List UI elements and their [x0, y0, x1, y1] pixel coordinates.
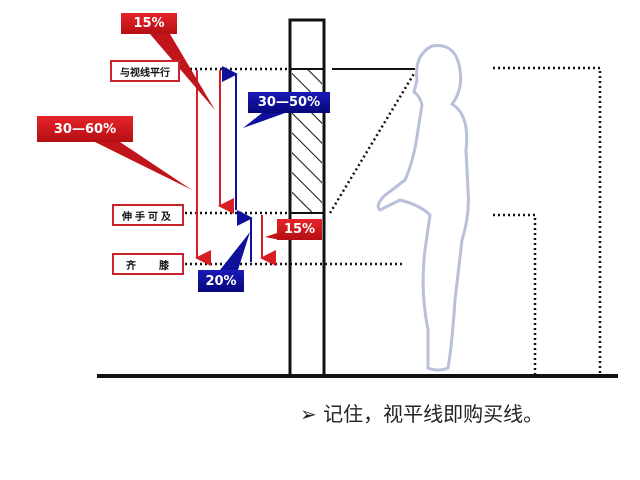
person-silhouette — [376, 44, 470, 372]
caption-text: 记住，视平线即购买线。 — [323, 402, 544, 426]
callout-15-small: 15% — [277, 219, 322, 240]
right-shelves — [493, 66, 602, 376]
callout-15-top: 15% — [121, 13, 177, 34]
callout-tails — [95, 34, 285, 270]
bullet-arrow-icon: ➢ — [300, 402, 317, 426]
caption: ➢ 记住，视平线即购买线。 — [300, 398, 543, 427]
label-reach: 伸手可及 — [112, 204, 184, 226]
level-lines — [185, 67, 417, 266]
callout-30-60: 30—60% — [37, 116, 133, 142]
callout-20: 20% — [198, 270, 244, 292]
label-knee: 齐 膝 — [112, 253, 184, 275]
callout-30-50: 30—50% — [248, 92, 330, 113]
label-eye-level: 与视线平行 — [110, 60, 180, 82]
measure-arrows — [195, 66, 276, 266]
shelf-pillar — [288, 18, 326, 378]
